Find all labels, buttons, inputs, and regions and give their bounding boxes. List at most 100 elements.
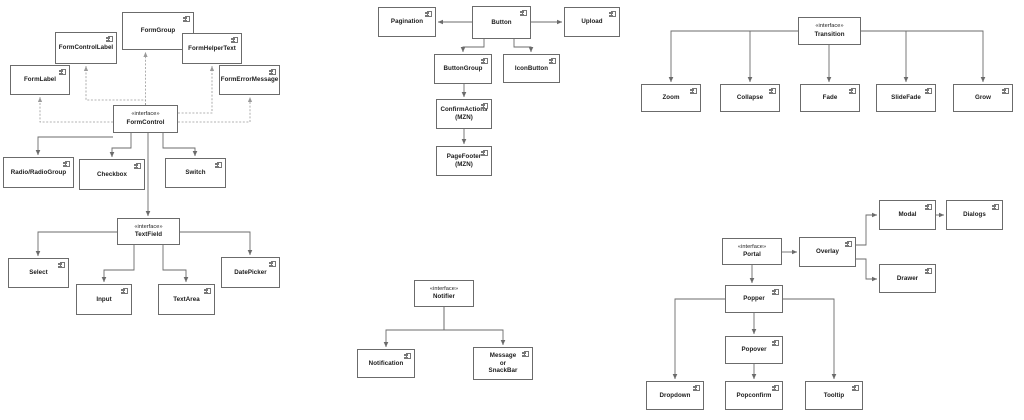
- node-label-formErrorMessage: FormErrorMessage: [220, 76, 279, 84]
- node-dropdown[interactable]: Dropdown: [646, 381, 704, 410]
- uml-component-icon: [134, 163, 141, 169]
- uml-component-icon: [183, 16, 190, 22]
- edge-textField-to-textArea: [162, 245, 189, 283]
- node-formGroup[interactable]: FormGroup: [122, 12, 194, 50]
- uml-component-icon: [925, 88, 932, 94]
- node-messageSnackBar[interactable]: Message or SnackBar: [473, 347, 533, 380]
- node-formHelperText[interactable]: FormHelperText: [182, 33, 242, 64]
- node-stereotype-formControl: «interface»: [131, 111, 160, 118]
- node-collapse[interactable]: Collapse: [720, 84, 780, 112]
- uml-component-icon: [121, 288, 128, 294]
- edge-formControl-to-checkbox: [109, 133, 132, 158]
- uml-component-icon: [481, 58, 488, 64]
- node-label-transition: «interface»Transition: [814, 23, 845, 38]
- node-input[interactable]: Input: [76, 284, 132, 315]
- uml-component-icon: [522, 351, 529, 357]
- node-label-slideFade: SlideFade: [891, 94, 921, 102]
- node-drawer[interactable]: Drawer: [879, 264, 936, 293]
- node-formControlLabel[interactable]: FormControlLabel: [55, 32, 117, 64]
- node-label-tooltip: Tooltip: [823, 391, 845, 399]
- node-label-zoom: Zoom: [662, 94, 680, 102]
- node-formControl[interactable]: «interface»FormControl: [113, 105, 178, 133]
- uml-component-icon: [269, 261, 276, 267]
- node-modal[interactable]: Modal: [879, 200, 936, 230]
- node-confirmActions[interactable]: ConfirmActions (MZN): [436, 99, 492, 129]
- node-stereotype-portal: «interface»: [737, 243, 767, 250]
- node-label-formControlLabel: FormControlLabel: [58, 44, 114, 52]
- node-popover[interactable]: Popover: [725, 336, 783, 364]
- node-label-formGroup: FormGroup: [140, 27, 176, 35]
- uml-component-icon: [481, 103, 488, 109]
- node-formLabel[interactable]: FormLabel: [10, 65, 70, 95]
- node-notifier[interactable]: «interface»Notifier: [414, 280, 474, 307]
- edge-button-to-iconButton: [513, 39, 534, 53]
- uml-component-icon: [690, 88, 697, 94]
- node-tooltip[interactable]: Tooltip: [805, 381, 863, 410]
- node-label-drawer: Drawer: [896, 274, 919, 282]
- node-stereotype-transition: «interface»: [815, 23, 844, 30]
- node-buttonGroup[interactable]: ButtonGroup: [434, 54, 492, 84]
- uml-component-icon: [63, 161, 70, 167]
- edge-transition-to-zoom: [668, 30, 798, 83]
- node-select[interactable]: Select: [8, 258, 69, 288]
- node-zoom[interactable]: Zoom: [641, 84, 701, 112]
- uml-component-icon: [59, 69, 66, 75]
- node-formErrorMessage[interactable]: FormErrorMessage: [219, 65, 280, 95]
- node-dialogs[interactable]: Dialogs: [946, 200, 1003, 230]
- edge-overlay-to-modal: [856, 212, 878, 246]
- node-radioRadioGroup[interactable]: Radio/RadioGroup: [3, 157, 74, 188]
- node-label-dropdown: Dropdown: [659, 391, 691, 399]
- node-label-portal: «interface»Portal: [737, 243, 767, 259]
- node-label-grow: Grow: [974, 94, 991, 102]
- edge-formControl-to-radioRadioGroup: [35, 136, 113, 156]
- node-checkbox[interactable]: Checkbox: [79, 159, 145, 190]
- node-label-confirmActions: ConfirmActions (MZN): [440, 106, 488, 121]
- node-iconButton[interactable]: IconButton: [503, 54, 560, 83]
- edge-textField-to-input: [101, 245, 135, 283]
- node-portal[interactable]: «interface»Portal: [722, 238, 782, 265]
- uml-component-icon: [769, 88, 776, 94]
- edge-transition-to-grow: [861, 30, 986, 83]
- node-label-textArea: TextArea: [173, 295, 200, 303]
- edge-formControl-to-formHelperText: [178, 66, 215, 114]
- uml-component-icon: [772, 340, 779, 346]
- node-label-buttonGroup: ButtonGroup: [443, 65, 483, 73]
- uml-component-icon: [925, 204, 932, 210]
- uml-component-icon: [269, 69, 276, 75]
- node-textField[interactable]: «interface»TextField: [117, 218, 180, 245]
- node-popconfirm[interactable]: Popconfirm: [725, 381, 783, 410]
- uml-component-icon: [849, 88, 856, 94]
- uml-component-icon: [609, 11, 616, 17]
- node-label-checkbox: Checkbox: [97, 170, 127, 178]
- node-grow[interactable]: Grow: [953, 84, 1013, 112]
- node-button[interactable]: Button: [472, 6, 531, 39]
- node-pageFooter[interactable]: PageFooter (MZN): [436, 146, 492, 176]
- node-label-popover: Popover: [741, 346, 767, 354]
- node-slideFade[interactable]: SlideFade: [876, 84, 936, 112]
- node-label-formLabel: FormLabel: [23, 76, 57, 84]
- edge-transition-to-collapse: [747, 30, 798, 83]
- node-upload[interactable]: Upload: [564, 7, 620, 37]
- node-label-popconfirm: Popconfirm: [736, 391, 772, 399]
- node-notification[interactable]: Notification: [357, 349, 415, 378]
- node-stereotype-notifier: «interface»: [429, 285, 459, 292]
- node-label-pagination: Pagination: [390, 18, 424, 26]
- node-label-pageFooter: PageFooter (MZN): [446, 153, 482, 168]
- node-label-dialogs: Dialogs: [963, 211, 986, 219]
- node-textArea[interactable]: TextArea: [158, 284, 215, 315]
- node-popper[interactable]: Popper: [725, 285, 783, 313]
- node-label-switch: Switch: [185, 169, 206, 177]
- uml-component-icon: [1002, 88, 1009, 94]
- edge-formControl-to-formErrorMessage: [178, 97, 253, 123]
- node-label-popper: Popper: [743, 295, 765, 303]
- node-fade[interactable]: Fade: [800, 84, 860, 112]
- node-switch[interactable]: Switch: [165, 158, 226, 188]
- node-datePicker[interactable]: DatePicker: [221, 257, 280, 288]
- node-overlay[interactable]: Overlay: [799, 237, 856, 267]
- uml-component-icon: [204, 288, 211, 294]
- edge-transition-to-slideFade: [861, 30, 909, 83]
- node-label-iconButton: IconButton: [514, 64, 549, 72]
- node-pagination[interactable]: Pagination: [378, 7, 436, 37]
- node-transition[interactable]: «interface»Transition: [798, 17, 861, 45]
